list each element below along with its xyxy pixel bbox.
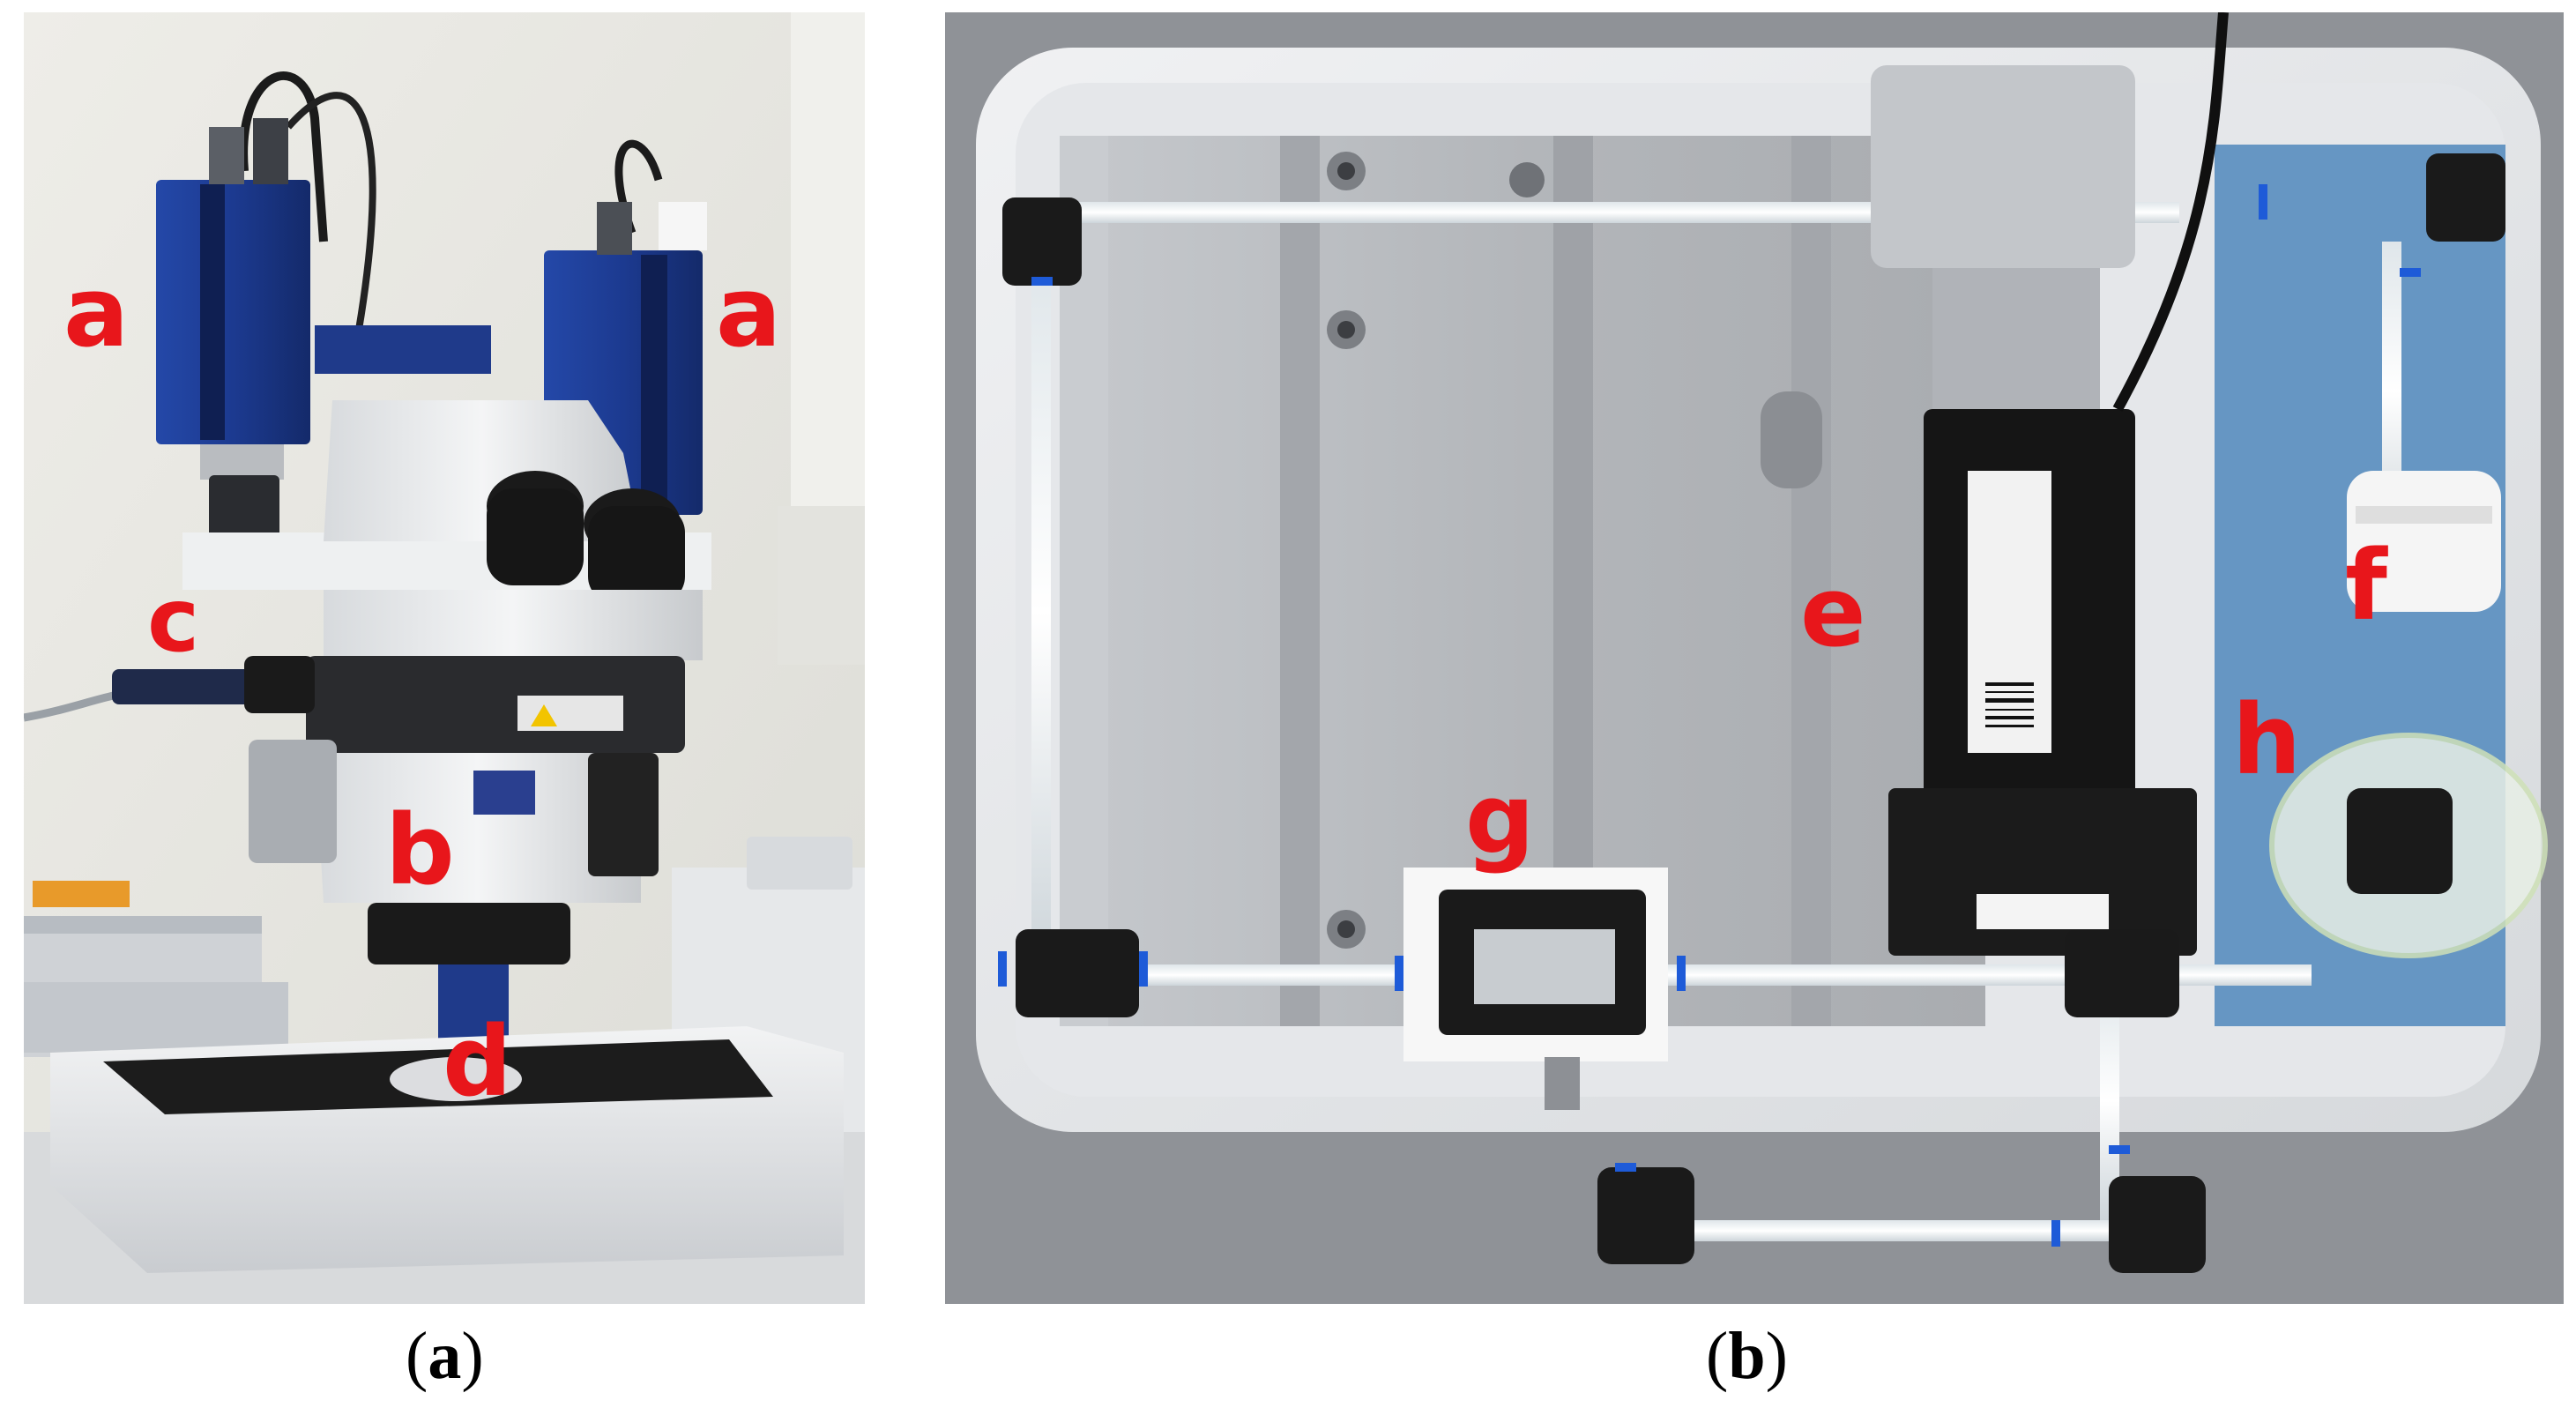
photo-panel-b: e f g h [945, 12, 2564, 1304]
caption-letter-b: b [1728, 1319, 1766, 1393]
label-illuminator: c [147, 569, 200, 672]
photo-panel-a: a a c b d [24, 12, 865, 1304]
label-camera-left: a [63, 256, 130, 369]
flow-cell-setup-photo [945, 12, 2564, 1304]
label-petri-dish: h [2232, 683, 2302, 796]
label-reservoir: f [2345, 529, 2387, 642]
microscope-photo [24, 12, 865, 1304]
label-camera-right: a [716, 256, 782, 369]
label-pump: e [1800, 555, 1866, 668]
caption-panel-a: (a) [406, 1319, 484, 1393]
caption-letter-a: a [428, 1319, 462, 1393]
caption-panel-b: (b) [1706, 1319, 1788, 1393]
label-microscope-body: b [385, 793, 455, 906]
label-flow-cell: g [1465, 763, 1535, 875]
label-sample-stage: d [443, 1005, 512, 1118]
